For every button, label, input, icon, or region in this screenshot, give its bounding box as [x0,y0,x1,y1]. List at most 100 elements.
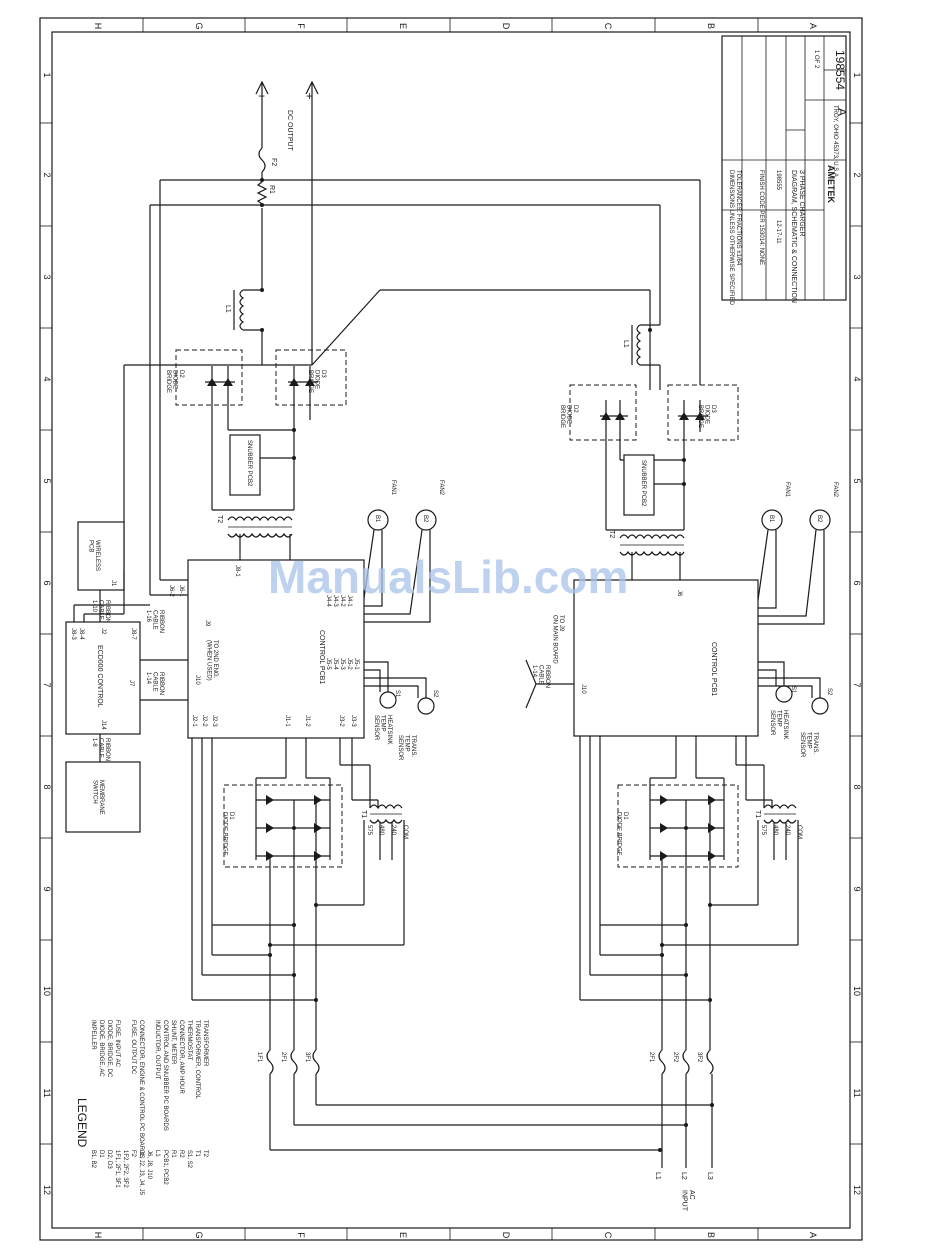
zone-letter: B [706,1232,716,1238]
zone-number: 7 [42,682,52,687]
revision-letter: A [835,108,849,116]
diode-bridge-d3-label: D3DIODEBRIDGE [307,370,326,393]
border-top-zones [142,18,759,1240]
j10-note: TO J9ON MAIN BOARD [551,615,564,664]
border-numbers-left: 1 2 3 4 5 6 7 8 9 10 11 12 [42,72,52,1195]
line-label: L2 [680,1172,687,1180]
fan-b2-left [415,509,437,531]
pin-label: J2-2 [201,715,207,727]
legend-ref: PCB1, PCB2 [162,1150,168,1185]
resistor-r1 [256,181,268,205]
zone-number: 11 [42,1088,52,1097]
zone-letter: H [93,1232,103,1239]
pin-label: J4-4 [325,595,331,607]
ribbon-right-label: RIBBONCABLE1-14 [531,665,550,688]
line-label: L3 [706,1172,713,1180]
pin-label: J4-2 [339,595,345,607]
ribbon-cable-16: RIBBONCABLE1-16 [145,610,164,633]
zone-letter: E [398,1232,408,1238]
pin-label: J5-4 [332,658,338,670]
legend-ref: R1 [170,1150,176,1158]
zone-letter: E [398,23,408,29]
legend-desc: INDUCTOR, OUTPUT [154,1020,160,1080]
tap-label: 575 [366,825,372,836]
fan1-label: FAN1 [390,480,396,496]
sensor-s2-left [417,697,435,715]
right-engine: L1 D2DIODEBRIDGE D3DIODEBRIDGE SNUB [525,180,838,1212]
t1-right-label: T1 [754,810,761,818]
d1-label: D1DIODE BRIDGE [221,812,234,856]
fuse-label: 3F2 [696,1052,702,1063]
j2-panel-label: J2 [100,628,106,635]
zone-number: 9 [42,886,52,891]
border-numbers-right: 1 2 3 4 5 6 7 8 9 10 11 12 [852,72,862,1195]
legend-desc: FUSE, OUTPUT DC [130,1020,136,1075]
tap-label: 240 [784,825,790,836]
j10-right-label: J10 [580,684,586,694]
d3-label: D3DIODEBRIDGE [697,405,716,428]
fuse-f2 [258,147,266,173]
ribbon-cable-14: RIBBONCABLE1-14 [145,672,164,695]
wireless-label: WIRELESSPCB [87,540,100,571]
j8-7-label: J8-7 [130,628,136,640]
legend-ref: L1 [154,1150,160,1157]
resistor-r1-label: R1 [268,185,275,194]
zone-number: 9 [852,886,862,891]
zone-number: 6 [852,580,862,585]
j8-1-label: J8-1 [234,565,240,577]
zone-letter: A [808,23,818,29]
ecd000-control [65,621,141,735]
zone-number: 1 [852,72,862,77]
legend-ref: S1, S2 [186,1150,192,1169]
fan-b1-id: B1 [374,515,380,523]
transformer-t2 [227,516,293,522]
inductor-l1 [239,289,245,331]
fuse-3f2-right [706,1049,714,1075]
fuse-label: 2F2 [672,1052,678,1063]
border-letters-top: H G F E D C B A [93,22,818,29]
tap-label: COM [796,825,802,839]
s1-right-id: S1 [790,686,796,694]
fan-b1-right [761,509,783,531]
ribbon-j1-label: RIBBONCABLE1-10 [91,600,110,623]
j14-panel-label: J14 [100,720,106,730]
legend-ref: 1F2, 2F2, 3F2 [122,1150,128,1188]
sensor-s1-right [775,685,793,703]
legend-ref: F2 [130,1150,136,1158]
j9-label: J9 [204,620,210,627]
legend-ref: D2, D3 [106,1150,112,1169]
zone-letter: C [603,1232,613,1239]
j1-panel-label: J1 [110,580,116,587]
watermark: ManualsLib.com [268,551,628,603]
ac-input-label: ACINPUT [680,1190,695,1212]
fan1-right-label: FAN1 [784,482,790,498]
zone-letter: G [194,22,204,29]
fuse-3f1 [312,1049,320,1075]
legend-ref: 1F1, 2F1, 3F1 [114,1150,120,1188]
control-pcb1-right-label: CONTROL PCB1 [710,642,717,696]
j8-4-label: J8-4 [78,628,84,640]
transformer-t1-right [763,804,797,810]
trans-right-label: TRANS.TEMPSENSOR [799,732,818,758]
control-pcb1-right [573,579,759,737]
legend-desc: FUSE, INPUT AC [114,1020,120,1068]
drawing-date: 12-17-11 [775,220,781,244]
output-negative: − [258,89,265,103]
ribbon-j14-label: RIBBONCABLE1-8 [91,738,110,761]
drawing-number: 198554 [833,50,847,90]
fuse-label: 1F1 [256,1052,262,1063]
diode-bridge-d3-right [667,384,739,441]
zone-letter: H [93,23,103,30]
zone-number: 10 [42,986,52,996]
inductor-l1-label: L1 [224,305,231,313]
zone-letter: G [194,1231,204,1238]
fan-b2-right-id: B2 [816,515,822,523]
legend-ref: J6, J8, J10 [146,1150,152,1180]
zone-letter: A [808,1232,818,1238]
zone-number: 3 [42,274,52,279]
snubber-right-label: SNUBBER PCB2 [640,460,646,507]
pin-label: J4-1 [346,595,352,607]
legend-ref: J1, J2, J3, J4, J5 [138,1150,144,1196]
tap-label: COM [402,825,408,839]
trans-sensor-label: TRANS.TEMPSENSOR [397,735,416,761]
